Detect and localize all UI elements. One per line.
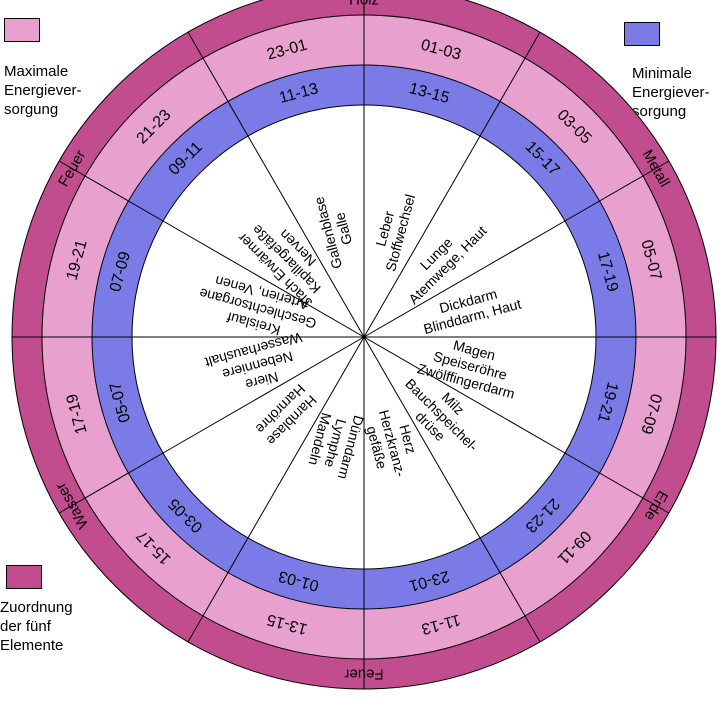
ring-divider xyxy=(564,160,670,222)
ring-divider xyxy=(187,537,249,643)
organ-divider xyxy=(247,135,365,338)
element-label-wood-element: Holz xyxy=(349,0,379,9)
max-energy-swatch xyxy=(4,18,40,42)
elements-swatch xyxy=(6,565,42,589)
ring-divider xyxy=(58,452,164,514)
ring-divider xyxy=(479,537,541,643)
organ-divider xyxy=(363,220,566,338)
min-energy-legend-label: Minimale Energiever- sorgung xyxy=(632,65,710,120)
element-label-fire-element: Feuer xyxy=(344,666,383,683)
ring-divider xyxy=(58,160,164,222)
ring-divider xyxy=(479,31,541,137)
organ-divider xyxy=(363,336,566,454)
organ-divider xyxy=(162,220,365,338)
ring-divider xyxy=(564,452,670,514)
ring-divider xyxy=(187,31,249,137)
elements-legend-label: Zuordnung der fünf Elemente xyxy=(0,599,73,654)
organ-divider xyxy=(363,336,481,539)
max-energy-legend-label: Maximale Energiever- sorgung xyxy=(4,63,82,118)
min-energy-swatch xyxy=(624,22,660,46)
organ-divider xyxy=(363,135,481,338)
organ-divider xyxy=(247,336,365,539)
organ-divider xyxy=(162,336,365,454)
